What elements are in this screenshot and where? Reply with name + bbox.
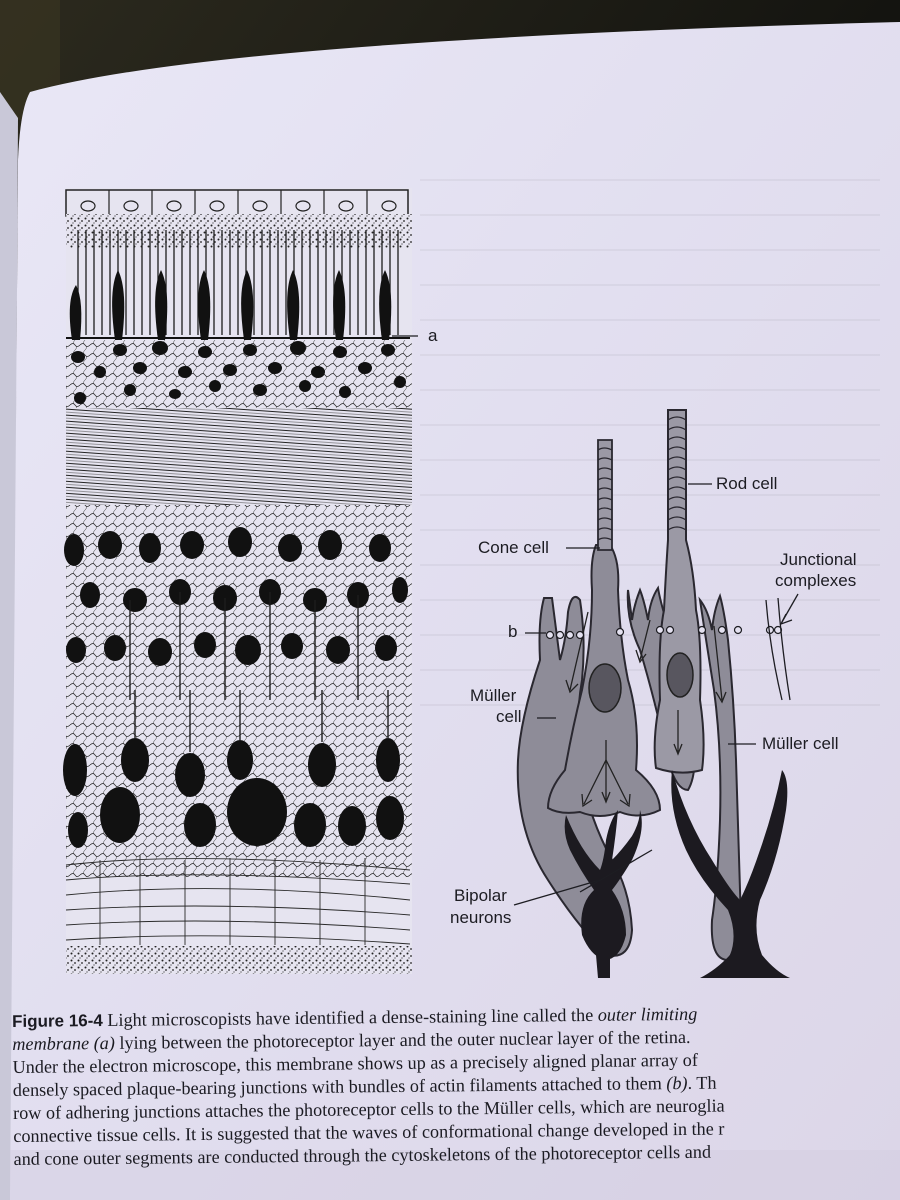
label-bipolar: Bipolar bbox=[454, 886, 507, 906]
figure-number: Figure 16-4 bbox=[12, 1011, 103, 1031]
label-a: a bbox=[428, 326, 437, 346]
label-muller-right: Müller cell bbox=[762, 734, 839, 754]
label-rod-cell: Rod cell bbox=[716, 474, 777, 494]
label-muller-left-2: cell bbox=[496, 707, 522, 727]
figure-caption: Figure 16-4 Light microscopists have ide… bbox=[12, 1000, 900, 1171]
label-junctional: Junctional bbox=[780, 550, 857, 570]
retina-histology-illustration bbox=[63, 188, 412, 974]
label-cone-cell: Cone cell bbox=[478, 538, 549, 558]
label-muller-left-1: Müller bbox=[470, 686, 516, 706]
label-complexes: complexes bbox=[775, 571, 856, 591]
label-b: b bbox=[508, 622, 517, 642]
label-neurons: neurons bbox=[450, 908, 511, 928]
